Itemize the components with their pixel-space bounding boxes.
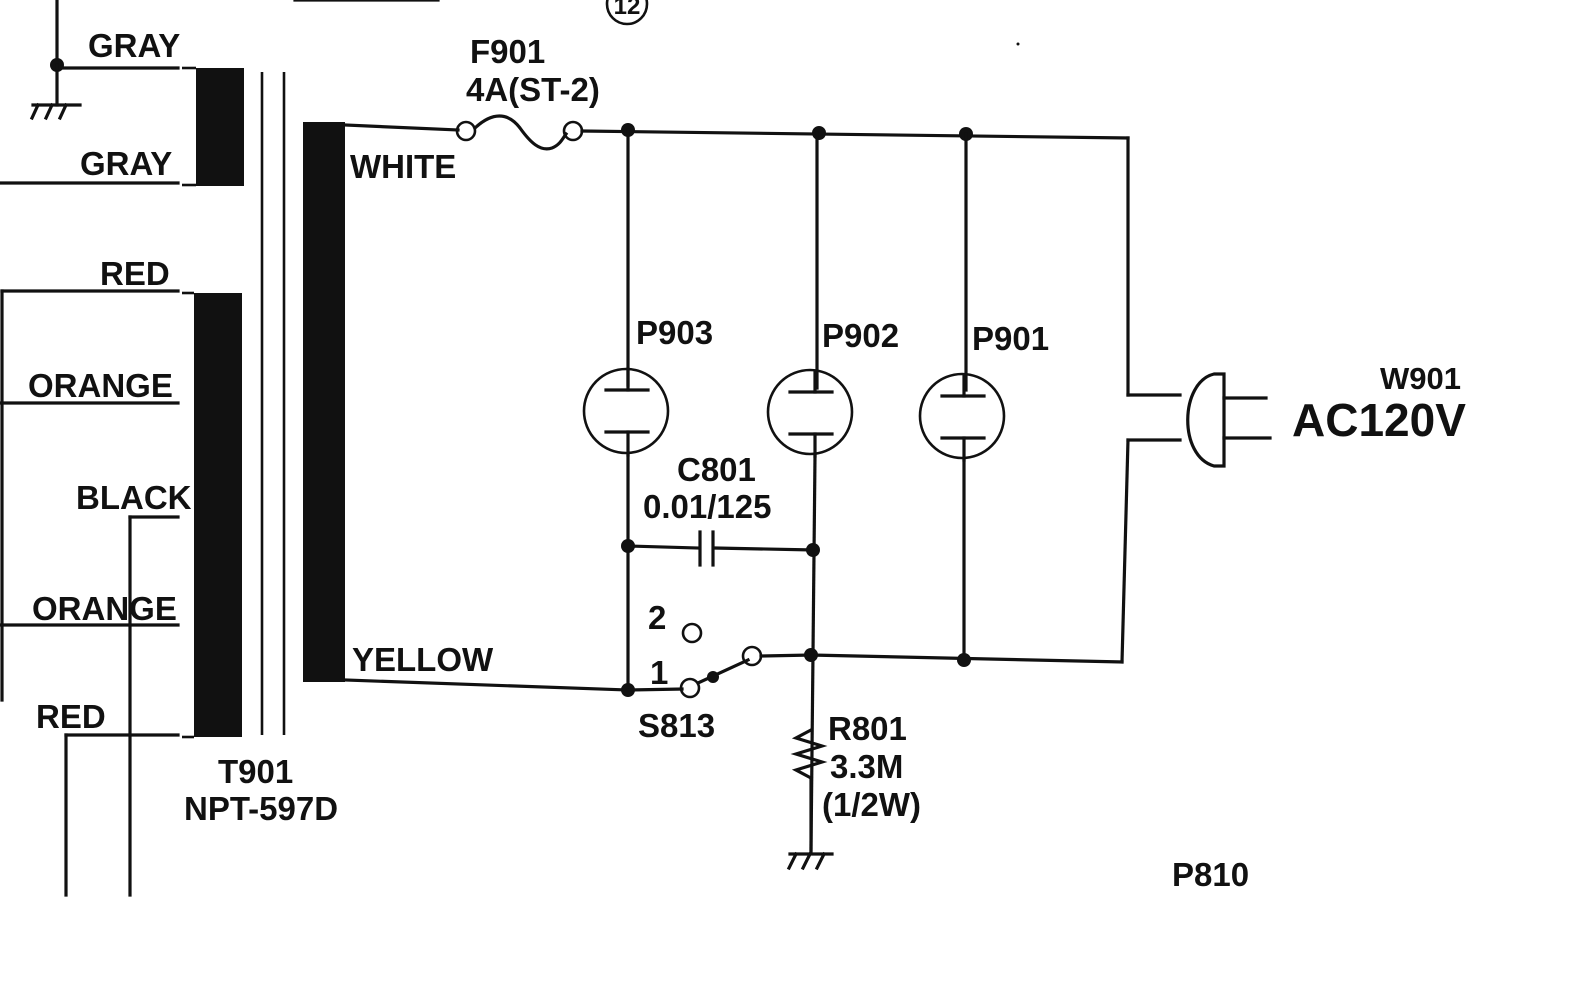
board-ref: P810 [1172,856,1249,893]
switch-position-1: 1 [650,654,668,691]
white-lead-wire [343,123,460,132]
junction-dot [812,126,826,140]
top-rail-wire [580,129,1130,140]
secondary-winding-main [194,293,242,737]
socket-label-p903: P903 [636,314,713,351]
capacitor-c801 [698,530,715,567]
socket-label-p901: P901 [972,320,1049,357]
fuse-f901 [455,114,584,151]
plug-voltage: AC120V [1292,394,1466,446]
switch-position-2: 2 [648,599,666,636]
switch-lever [695,657,751,686]
socket-label-p902: P902 [822,317,899,354]
resistor-value: 3.3M [830,748,903,785]
junction-dot [806,543,820,557]
right-rail-lower [1120,438,1130,664]
resistor-power: (1/2W) [822,786,921,823]
transformer-part: NPT-597D [184,790,338,827]
ground-symbol-right [786,851,834,871]
switch-contact-1 [679,677,701,699]
resistor-ref: R801 [828,710,907,747]
transformer-ref: T901 [218,753,293,790]
switch-ref: S813 [638,707,715,744]
socket-p902 [766,368,854,458]
switch-s813 [679,622,763,699]
wire-label-red-bottom: RED [36,698,106,735]
junction-dot [957,653,971,667]
primary-winding [303,122,345,682]
wire-label-gray-top: GRAY [88,27,180,64]
junction-dot [804,648,818,662]
junction-dot [621,539,635,553]
resistor-r801 [790,727,828,781]
primary-label-white: WHITE [350,148,456,185]
capacitor-value: 0.01/125 [643,488,771,525]
capacitor-wire-right [713,546,815,552]
socket-p901 [918,372,1006,462]
transformer-secondary [0,0,244,897]
primary-label-yellow: YELLOW [352,641,494,678]
capacitor-ref: C801 [677,451,756,488]
socket-p903 [582,367,670,457]
page-marker-circle [605,0,649,26]
yellow-lead-wire [343,678,630,692]
wire-label-black: BLACK [76,479,192,516]
wire-label-orange-bottom: ORANGE [32,590,177,627]
fuse-value: 4A(ST-2) [466,71,600,108]
switch-contact-2 [681,622,703,644]
wire-label-red-top: RED [100,255,170,292]
wire-label-orange-top: ORANGE [28,367,173,404]
speck [1016,42,1020,46]
capacitor-wire-left [626,544,700,550]
wire-label-gray-bottom: GRAY [80,145,172,182]
secondary-winding-gray [196,68,244,186]
page-marker: 12 [614,0,641,20]
fuse-ref: F901 [470,33,545,70]
plug-ref: W901 [1380,361,1461,396]
ac-plug-w901 [1186,372,1272,468]
